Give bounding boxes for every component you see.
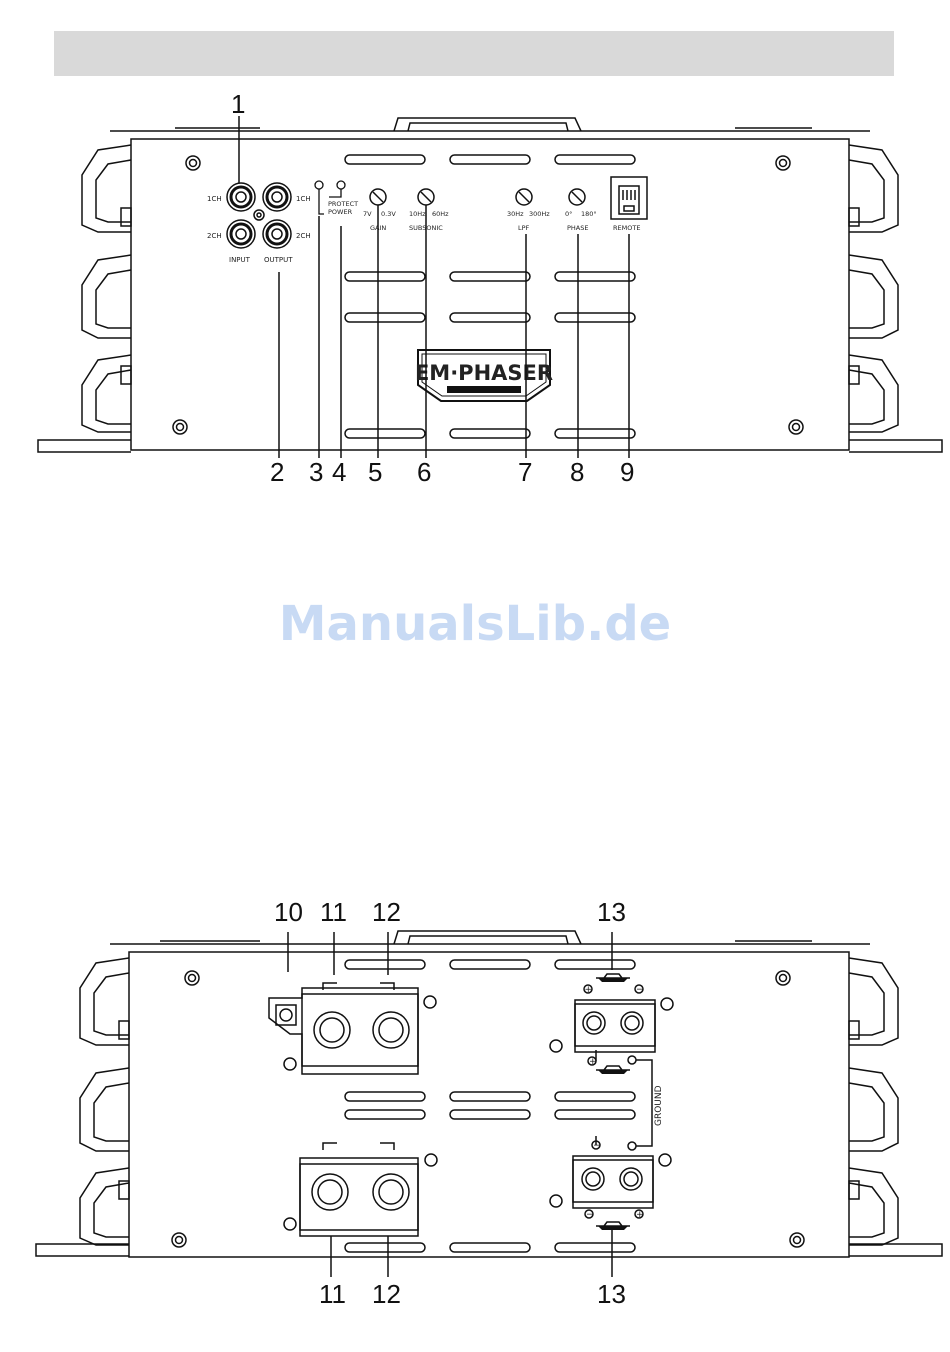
rca-2ch-right-label: 2CH — [296, 232, 311, 240]
callout-4: 4 — [332, 457, 346, 487]
plus-sign-3: + — [636, 1210, 644, 1220]
callout-11-bottom: 11 — [319, 1279, 346, 1309]
top-panel-diagram: 1CH 2CH 1CH 2CH INPUT OUTPUT PROTECT POW… — [0, 0, 950, 500]
callout-13-bottom: 13 — [597, 1279, 626, 1309]
bottom-panel-diagram: + − + − − + GROUND 10 11 12 13 11 12 13 — [0, 892, 950, 1352]
lpf-label: LPF — [518, 224, 530, 232]
input-label: INPUT — [229, 256, 251, 264]
phase-max-label: 180° — [581, 210, 597, 218]
watermark: ManualsLib.de — [0, 596, 950, 652]
power-led — [315, 181, 323, 189]
callout-10: 10 — [274, 897, 303, 927]
subsonic-min-label: 10Hz — [409, 210, 426, 218]
callout-3: 3 — [309, 457, 323, 487]
phase-min-label: 0° — [565, 210, 572, 218]
callout-7: 7 — [518, 457, 532, 487]
subsonic-max-label: 60Hz — [432, 210, 449, 218]
power-label: POWER — [328, 208, 353, 216]
callout-5: 5 — [368, 457, 382, 487]
callout-12-top: 12 — [372, 897, 401, 927]
rca-jacks — [227, 183, 291, 248]
remote-port — [611, 177, 647, 219]
gain-max-label: 0.3V — [381, 210, 396, 218]
callout-6: 6 — [417, 457, 431, 487]
ground-label: GROUND — [654, 1085, 664, 1126]
callout-11-top: 11 — [320, 897, 347, 927]
plus-sign-2: + — [589, 1057, 597, 1067]
lpf-min-label: 30Hz — [507, 210, 524, 218]
callout-12-bottom: 12 — [372, 1279, 401, 1309]
callout-2: 2 — [270, 457, 284, 487]
callout-1: 1 — [231, 89, 245, 119]
minus-sign-2: − — [593, 1141, 601, 1151]
callout-9: 9 — [620, 457, 634, 487]
protect-label: PROTECT — [328, 200, 358, 208]
minus-sign-1: − — [636, 985, 644, 995]
lpf-max-label: 300Hz — [529, 210, 550, 218]
logo-text: EM·PHASER — [415, 361, 553, 385]
emphaser-logo: EM·PHASER — [415, 350, 553, 401]
callout-13-top: 13 — [597, 897, 626, 927]
plus-sign-1: + — [585, 985, 593, 995]
remote-label: REMOTE — [613, 224, 640, 232]
rca-2ch-left-label: 2CH — [207, 232, 222, 240]
callout-8: 8 — [570, 457, 584, 487]
phase-label: PHASE — [567, 224, 589, 232]
rca-1ch-right-label: 1CH — [296, 195, 311, 203]
output-label: OUTPUT — [264, 256, 293, 264]
minus-sign-3: − — [586, 1210, 594, 1220]
gain-min-label: 7V — [363, 210, 372, 218]
protect-led — [337, 181, 345, 189]
rca-1ch-left-label: 1CH — [207, 195, 222, 203]
